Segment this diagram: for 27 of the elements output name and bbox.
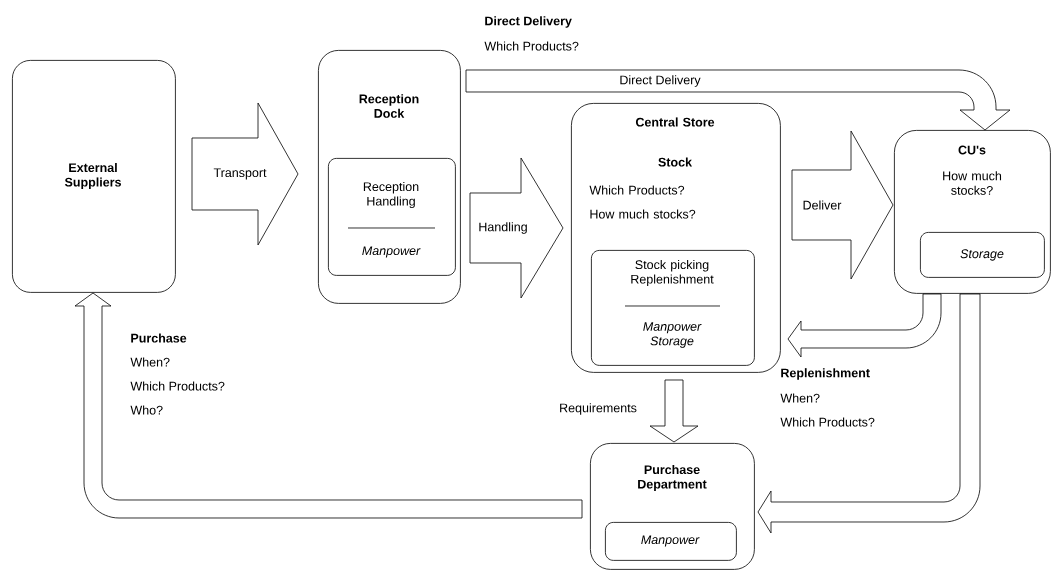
inner-box: Reception Handling Manpower — [328, 158, 456, 276]
heading-text: Purchase — [131, 333, 187, 343]
block-arrow — [74, 292, 583, 519]
block-arrow — [787, 293, 942, 358]
inner-box: Storage — [920, 232, 1045, 278]
edge-label: Requirements — [558, 402, 638, 416]
note-text: When? — [780, 393, 820, 403]
heading-text: Replenishment — [781, 368, 870, 380]
block-arrow — [649, 379, 699, 443]
inner-box: Manpower — [605, 522, 737, 561]
edge-label: Handling — [477, 221, 529, 235]
block-arrow — [757, 293, 981, 534]
note-text: Which Products? — [780, 417, 875, 427]
inner-box: Stock picking Replenishment Manpower Storage — [591, 250, 755, 366]
process-box: External Suppliers — [12, 60, 176, 293]
block-arrow — [469, 157, 564, 299]
note-text: Which Products? — [130, 381, 225, 391]
note-text: When? — [130, 357, 170, 367]
block-arrow — [191, 102, 299, 246]
note-text: Which Products? — [484, 41, 579, 51]
block-arrow — [791, 130, 894, 280]
edge-label: Direct Delivery — [618, 74, 702, 88]
edge-label: Deliver — [801, 199, 843, 211]
note-text: Who? — [130, 405, 163, 415]
block-arrow — [465, 69, 1011, 131]
edge-label: Transport — [212, 167, 268, 181]
heading-text: Direct Delivery — [485, 16, 572, 28]
